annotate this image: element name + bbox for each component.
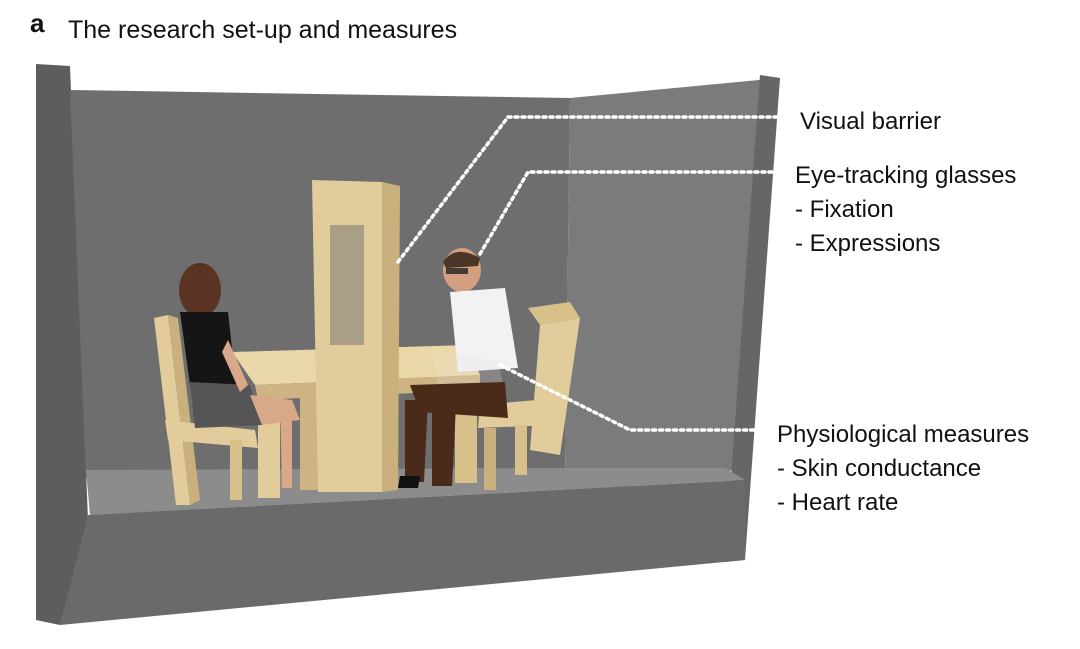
eye-tracking-item: - Fixation — [795, 196, 894, 223]
physiological-leader — [498, 363, 782, 432]
physiological-label: Physiological measures - Skin conductanc… — [777, 418, 1029, 520]
leader-lines — [396, 115, 782, 432]
room-front-ledge — [60, 480, 745, 625]
figure-title: The research set-up and measures — [68, 16, 458, 44]
eye-tracking-leader — [478, 170, 782, 256]
visual-barrier — [312, 180, 400, 492]
room — [36, 64, 780, 625]
visual-barrier-text: Visual barrier — [800, 108, 941, 135]
physiological-item: - Skin conductance — [777, 455, 982, 482]
physiological-item: - Heart rate — [777, 489, 899, 516]
visual-barrier-leader — [396, 115, 782, 264]
visual-barrier-label: Visual barrier — [800, 105, 941, 139]
room-floor — [86, 468, 745, 515]
woman-figure — [179, 263, 300, 488]
man-figure — [398, 248, 518, 488]
room-right-wall — [565, 78, 780, 480]
eye-tracking-title: Eye-tracking glasses — [795, 162, 1017, 189]
room-right-wall-edge — [725, 75, 780, 562]
eye-tracking-item: - Expressions — [795, 230, 941, 257]
eye-tracking-label: Eye-tracking glasses - Fixation - Expres… — [795, 159, 1016, 261]
left-chair — [154, 315, 258, 505]
panel-letter: a — [30, 8, 45, 38]
physiological-title: Physiological measures — [777, 421, 1030, 448]
